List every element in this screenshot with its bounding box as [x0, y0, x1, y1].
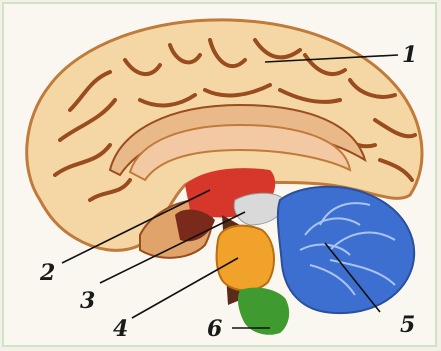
label-6: 6: [207, 316, 222, 342]
label-4: 4: [113, 316, 128, 342]
cerebellum: [278, 187, 414, 313]
pons: [217, 226, 274, 291]
label-2: 2: [39, 260, 55, 286]
label-1: 1: [402, 42, 417, 68]
label-5: 5: [400, 312, 415, 338]
label-3: 3: [80, 288, 95, 314]
